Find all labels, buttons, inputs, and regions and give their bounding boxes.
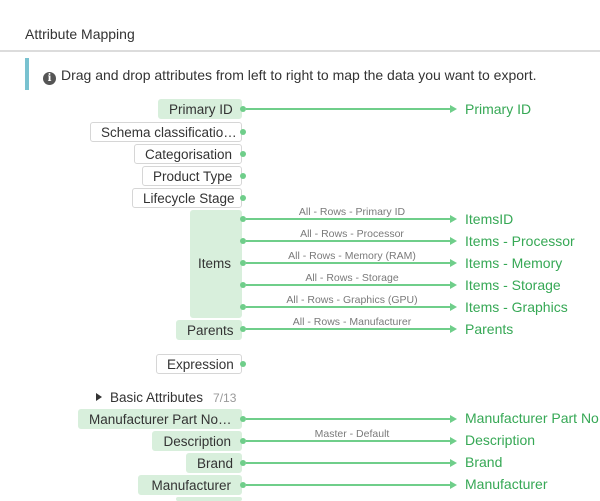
target-items-graphics[interactable]: Items - Graphics <box>465 299 568 315</box>
basic-attributes-count: 7/13 <box>213 391 237 405</box>
arrow-head-icon <box>450 459 457 467</box>
target-items-memory[interactable]: Items - Memory <box>465 255 563 271</box>
arrow-head-icon <box>450 437 457 445</box>
info-circle-icon: i <box>43 72 56 85</box>
mapping-condition[interactable]: All - Rows - Storage <box>305 272 399 284</box>
source-partial-row <box>176 497 242 501</box>
source-categorisation[interactable]: Categorisation <box>134 144 242 164</box>
connector-dot[interactable] <box>240 216 246 222</box>
arrow-head-icon <box>450 215 457 223</box>
connector-dot[interactable] <box>240 151 246 157</box>
target-primary-id[interactable]: Primary ID <box>465 101 532 117</box>
connector-dot[interactable] <box>240 282 246 288</box>
arrow-head-icon <box>450 237 457 245</box>
mapping-condition[interactable]: All - Rows - Processor <box>300 228 404 240</box>
source-product-type[interactable]: Product Type <box>142 166 242 186</box>
mapping-arrow <box>246 484 450 486</box>
target-description[interactable]: Description <box>465 432 536 448</box>
source-parents[interactable]: Parents <box>176 320 242 340</box>
mapping-condition[interactable]: All - Rows - Primary ID <box>298 206 406 218</box>
mapping-arrow <box>246 108 450 110</box>
arrow-head-icon <box>450 105 457 113</box>
mapping-arrow <box>246 440 450 442</box>
connector-dot[interactable] <box>240 238 246 244</box>
target-items-id[interactable]: ItemsID <box>465 211 514 227</box>
arrow-head-icon <box>450 281 457 289</box>
source-manufacturer-part-no[interactable]: Manufacturer Part No… <box>78 409 242 429</box>
source-manufacturer[interactable]: Manufacturer <box>138 475 242 495</box>
mapping-condition[interactable]: Master - Default <box>314 428 390 440</box>
source-brand[interactable]: Brand <box>186 453 242 473</box>
mapping-arrow <box>246 306 450 308</box>
info-callout: i Drag and drop attributes from left to r… <box>25 58 600 90</box>
mapping-arrow <box>246 218 450 220</box>
connector-dot[interactable] <box>240 482 246 488</box>
caret-right-icon <box>96 393 102 401</box>
mapping-arrow <box>246 262 450 264</box>
source-schema-classification[interactable]: Schema classificatio… <box>90 122 242 142</box>
source-primary-id[interactable]: Primary ID <box>158 99 242 119</box>
mapping-arrow <box>246 284 450 286</box>
panel-title: Attribute Mapping <box>25 26 135 42</box>
target-brand[interactable]: Brand <box>465 454 503 470</box>
arrow-head-icon <box>450 415 457 423</box>
arrow-head-icon <box>450 325 457 333</box>
connector-dot[interactable] <box>240 326 246 332</box>
connector-dot[interactable] <box>240 416 246 422</box>
panel-header: Attribute Mapping <box>0 0 600 52</box>
connector-dot[interactable] <box>240 195 246 201</box>
source-expression[interactable]: Expression <box>156 354 242 374</box>
arrow-head-icon <box>450 259 457 267</box>
arrow-head-icon <box>450 481 457 489</box>
mapping-condition[interactable]: All - Rows - Graphics (GPU) <box>286 294 418 306</box>
connector-dot[interactable] <box>240 438 246 444</box>
target-manufacturer[interactable]: Manufacturer <box>465 476 548 492</box>
source-items-group[interactable]: Items <box>190 210 242 318</box>
connector-dot[interactable] <box>240 361 246 367</box>
target-items-storage[interactable]: Items - Storage <box>465 277 561 293</box>
source-lifecycle-stage[interactable]: Lifecycle Stage <box>132 188 242 208</box>
connector-dot[interactable] <box>240 304 246 310</box>
connector-dot[interactable] <box>240 173 246 179</box>
mapping-condition[interactable]: All - Rows - Memory (RAM) <box>288 250 416 262</box>
mapping-arrow <box>246 462 450 464</box>
mapping-arrow <box>246 418 450 420</box>
mapping-condition[interactable]: All - Rows - Manufacturer <box>292 316 412 328</box>
connector-dot[interactable] <box>240 460 246 466</box>
mapping-arrow <box>246 240 450 242</box>
connector-dot[interactable] <box>240 106 246 112</box>
mapping-arrow <box>246 328 450 330</box>
target-manufacturer-part-no[interactable]: Manufacturer Part No <box>465 410 599 426</box>
connector-dot[interactable] <box>240 260 246 266</box>
arrow-head-icon <box>450 303 457 311</box>
target-parents[interactable]: Parents <box>465 321 514 337</box>
target-items-processor[interactable]: Items - Processor <box>465 233 575 249</box>
info-text: Drag and drop attributes from left to ri… <box>61 67 537 83</box>
source-description[interactable]: Description <box>152 431 242 451</box>
connector-dot[interactable] <box>240 129 246 135</box>
